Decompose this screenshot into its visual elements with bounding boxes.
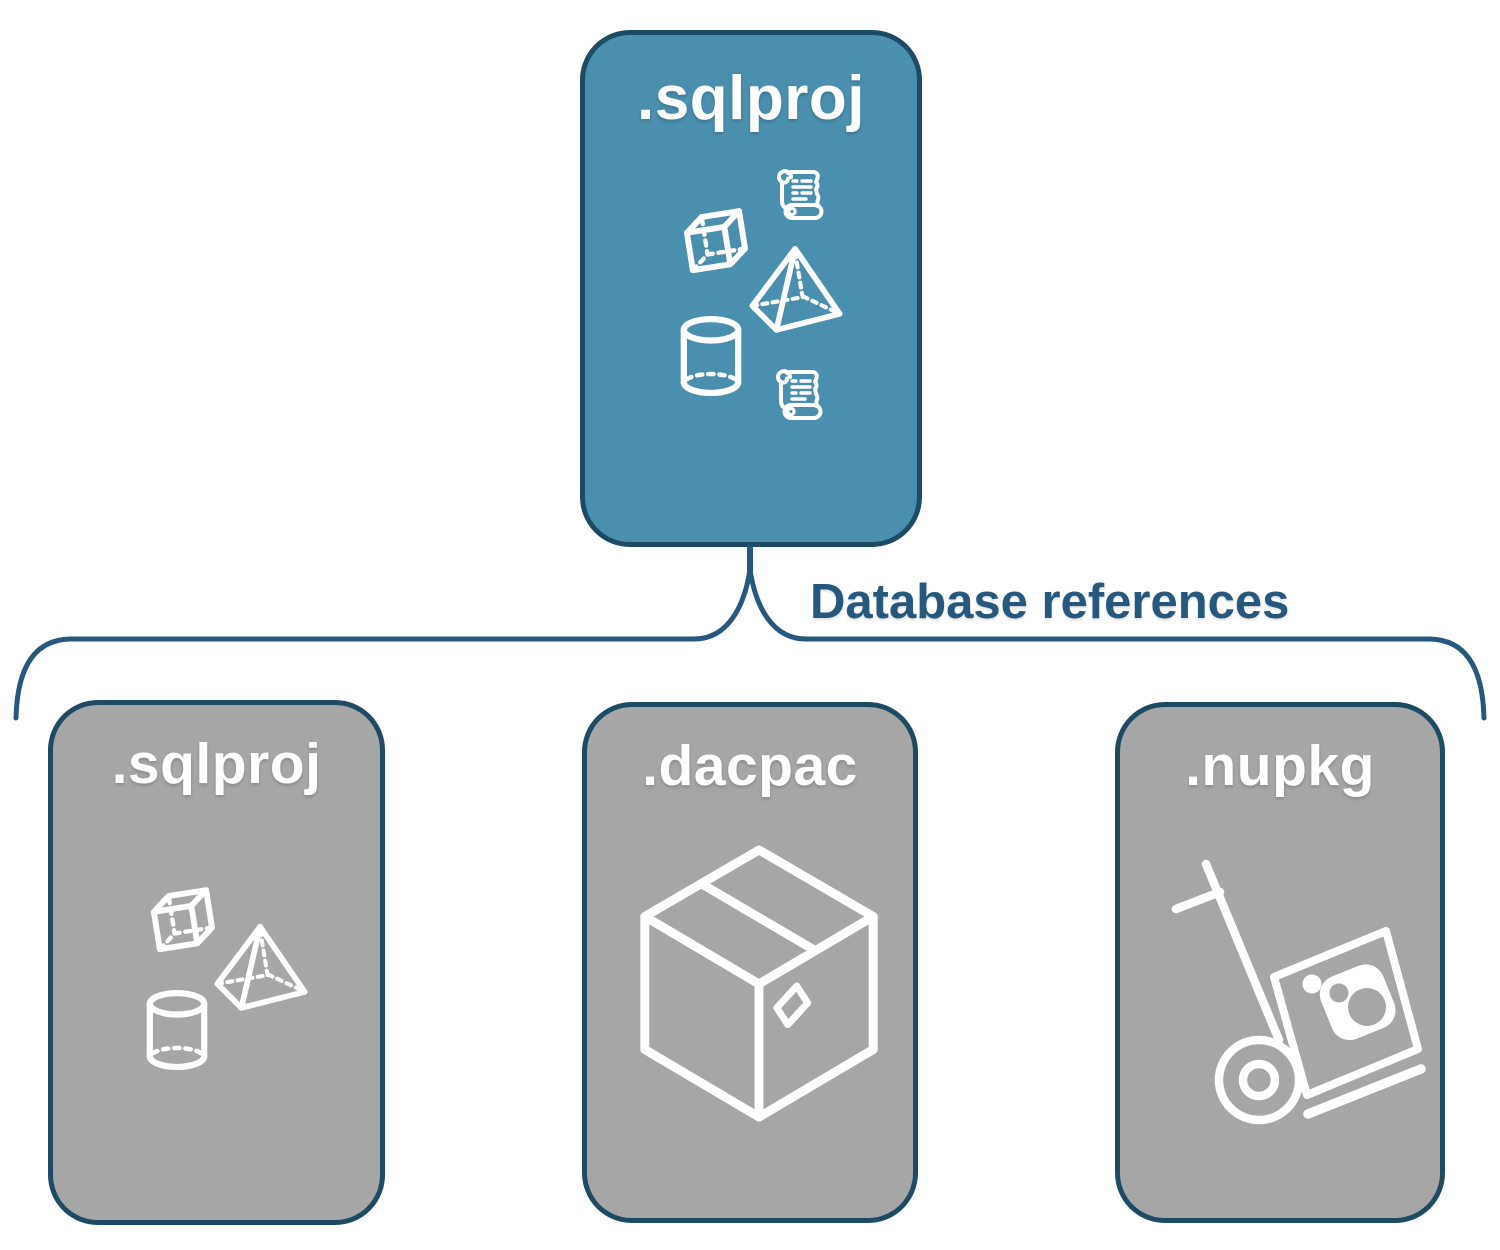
node-label: .dacpac [642,734,858,798]
cylinder-icon [143,989,211,1073]
pyramid-icon [212,919,310,1013]
pyramid-icon [747,241,845,335]
script-scroll-icon [767,365,827,423]
node-sqlproj-source: .sqlproj [580,30,922,547]
nuget-hand-truck-icon [1168,847,1430,1147]
node-label: .nupkg [1185,734,1375,798]
script-scroll-icon [768,165,828,223]
node-nupkg: .nupkg [1115,702,1445,1223]
package-box-icon [639,845,879,1123]
cube-icon [673,194,763,284]
connector-label: Database references [810,575,1290,629]
node-label: .sqlproj [637,64,865,133]
node-sqlproj-target: .sqlproj [48,700,385,1225]
node-label: .sqlproj [111,732,322,796]
cylinder-icon [677,315,745,399]
cube-icon [140,873,230,963]
node-dacpac: .dacpac [582,702,918,1223]
